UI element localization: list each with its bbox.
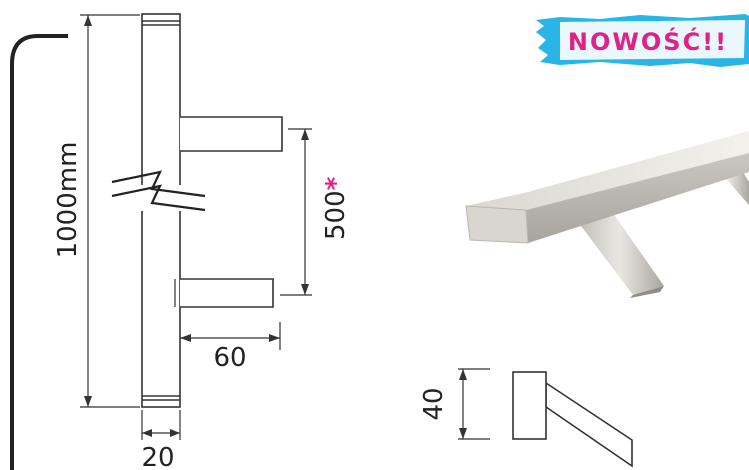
projection-dimension xyxy=(180,322,281,350)
side-profile-drawing xyxy=(512,371,633,468)
new-badge: NOWOŚĆ!! xyxy=(536,14,749,67)
side-bracket xyxy=(10,34,68,470)
spacing-dimension xyxy=(280,128,312,296)
height-dimension xyxy=(80,14,140,408)
spacing-marker: * xyxy=(321,176,351,190)
profile-label: 40 xyxy=(419,387,449,420)
profile-dimension xyxy=(458,368,490,440)
width-label: 20 xyxy=(141,443,174,470)
lower-leg xyxy=(180,278,274,308)
badge-text: NOWOŚĆ!! xyxy=(568,26,728,56)
brushed-steel-handle-image xyxy=(465,131,749,298)
upper-leg xyxy=(180,116,283,152)
projection-label: 60 xyxy=(213,343,246,373)
height-label: 1000mm xyxy=(53,142,83,259)
break-symbol xyxy=(111,170,206,212)
width-dimension xyxy=(141,410,181,440)
spacing-label: 500* xyxy=(321,176,351,240)
